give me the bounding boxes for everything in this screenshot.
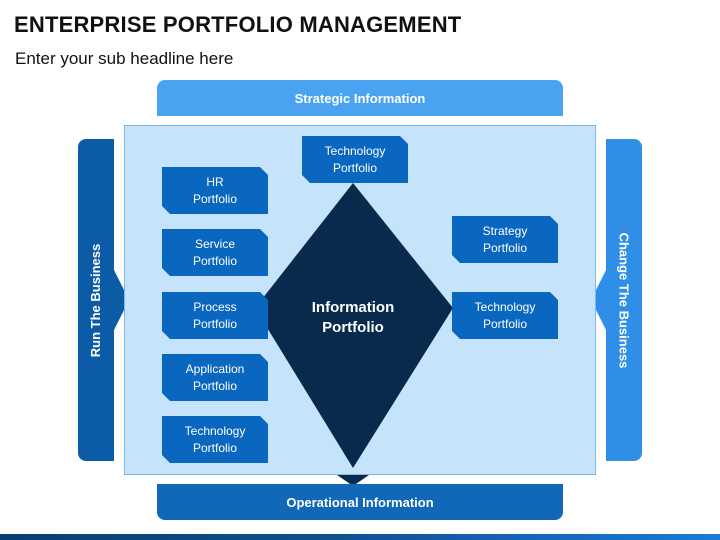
technology-portfolio-left-box: Technology Portfolio xyxy=(162,416,268,463)
strategy-portfolio-box: Strategy Portfolio xyxy=(452,216,558,263)
box-line: Portfolio xyxy=(192,191,238,206)
box-line: Process xyxy=(193,299,237,314)
box-line: Technology xyxy=(474,299,536,314)
information-portfolio-line1: Information xyxy=(311,299,395,316)
operational-information-label: Operational Information xyxy=(286,494,434,510)
bottom-pointer xyxy=(337,475,369,486)
box-line: Technology xyxy=(324,143,386,158)
box-line: Portfolio xyxy=(482,316,528,331)
box-line: HR xyxy=(206,174,224,189)
box-line: Technology xyxy=(184,423,246,438)
box-line: Portfolio xyxy=(482,240,527,255)
technology-portfolio-top-box: Technology Portfolio xyxy=(302,136,408,183)
box-line: Portfolio xyxy=(192,316,238,331)
box-line: Portfolio xyxy=(192,378,238,393)
box-line: Portfolio xyxy=(332,160,378,175)
operational-information-band: Operational Information xyxy=(157,484,563,520)
hr-portfolio-box: HR Portfolio xyxy=(162,167,268,214)
information-portfolio-line2: Portfolio xyxy=(322,319,384,336)
information-portfolio-diamond xyxy=(255,183,453,468)
box-line: Strategy xyxy=(482,223,528,238)
strategic-information-label: Strategic Information xyxy=(294,90,426,106)
box-line: Portfolio xyxy=(192,440,238,455)
application-portfolio-box: Application Portfolio xyxy=(162,354,268,401)
technology-portfolio-right-box: Technology Portfolio xyxy=(452,292,558,339)
run-the-business-band: Run The Business xyxy=(78,139,114,461)
process-portfolio-box: Process Portfolio xyxy=(162,292,268,339)
box-line: Portfolio xyxy=(192,253,238,268)
information-portfolio-label: Information Portfolio xyxy=(286,298,420,338)
service-portfolio-box: Service Portfolio xyxy=(162,229,268,276)
left-band-arrow-tip xyxy=(114,270,124,330)
strategic-information-band: Strategic Information xyxy=(157,80,563,116)
right-band-arrow-tip xyxy=(596,270,606,330)
footer-accent-bar xyxy=(0,534,720,540)
box-line: Service xyxy=(194,236,235,251)
change-the-business-band: Change The Business xyxy=(606,139,642,461)
box-line: Application xyxy=(185,361,245,376)
page-title: ENTERPRISE PORTFOLIO MANAGEMENT xyxy=(14,12,462,37)
page-subtitle: Enter your sub headline here xyxy=(15,49,234,68)
